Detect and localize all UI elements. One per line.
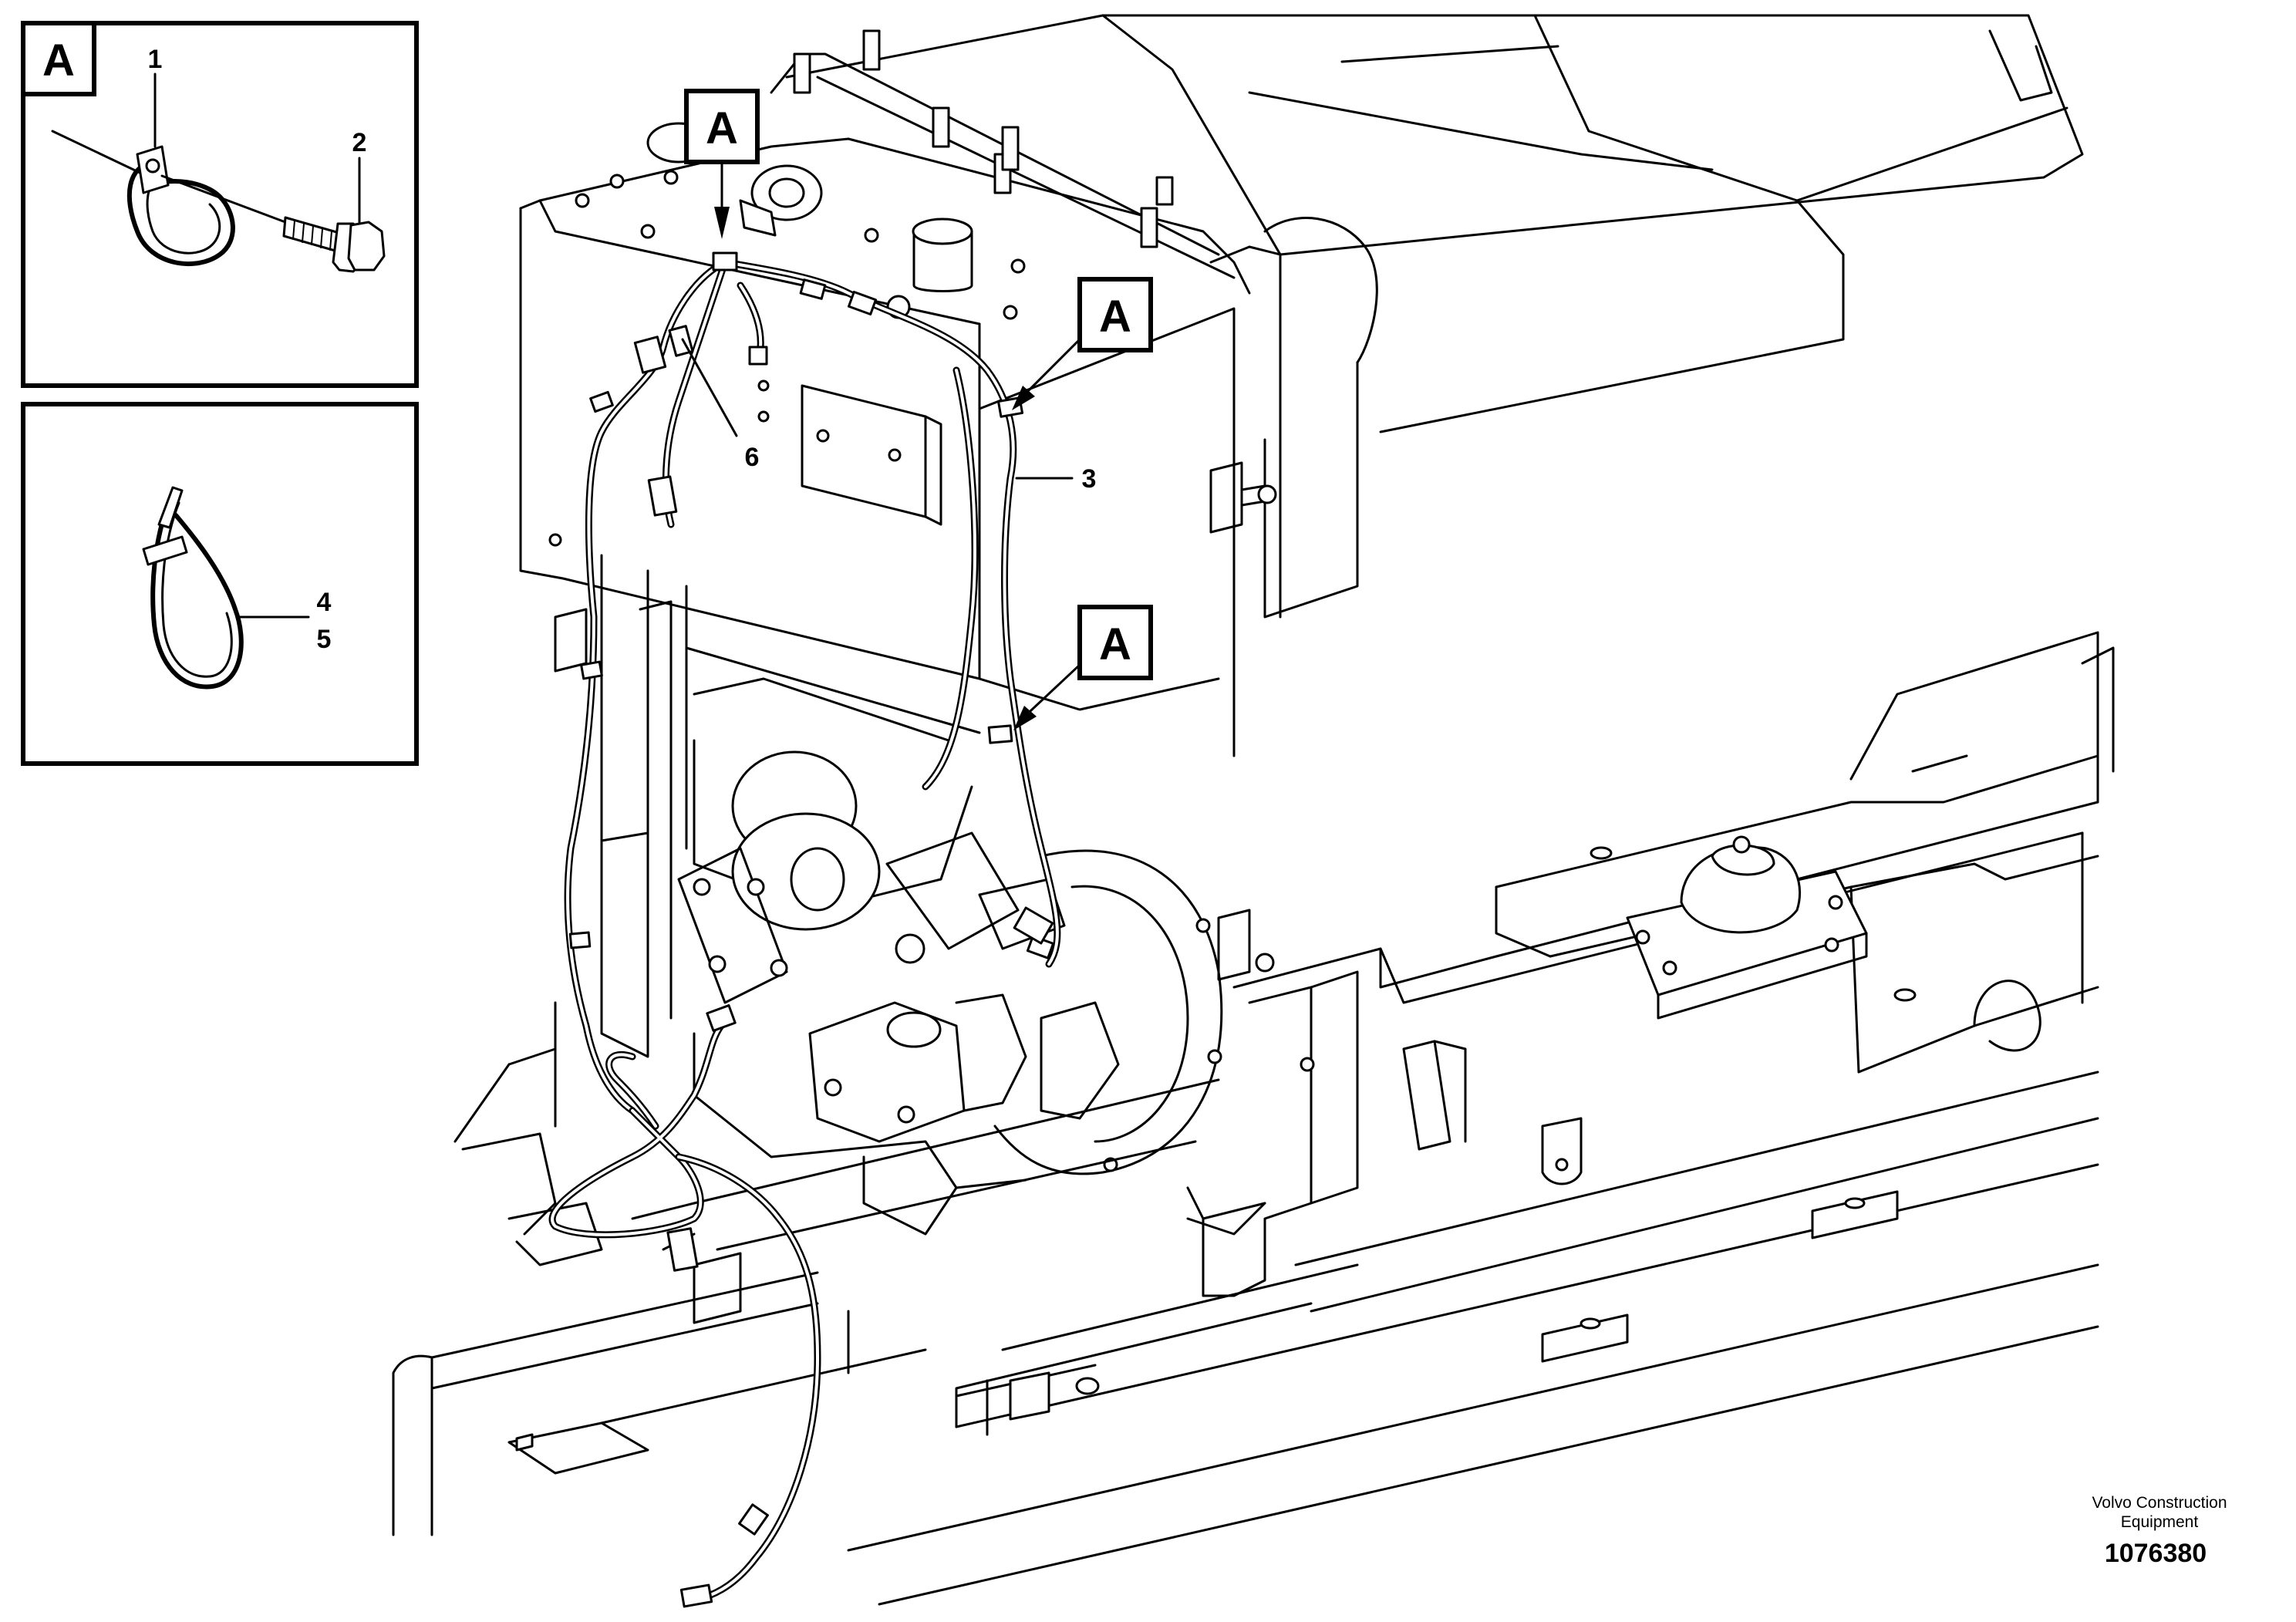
svg-text:A: A	[706, 103, 738, 153]
company-name-line1: Volvo Construction	[2092, 1494, 2227, 1512]
flange-bolt-part	[160, 174, 386, 273]
cooler-panel	[519, 199, 1236, 757]
callout-1-label: 1	[148, 45, 163, 74]
callout-6-leader	[681, 338, 738, 437]
document-number: 1076380	[2105, 1539, 2207, 1568]
footer-block: Volvo Construction Equipment 1076380	[2092, 1494, 2227, 1568]
svg-text:A: A	[1099, 619, 1131, 669]
callout-5-label: 5	[317, 625, 332, 654]
callout-6-label: 6	[745, 443, 760, 472]
svg-text:A: A	[1099, 292, 1131, 342]
side-brackets	[1209, 461, 1277, 981]
engine-pump	[677, 646, 1223, 1236]
wiring-harness-main	[548, 251, 1061, 1608]
p-clamp-part	[51, 130, 235, 267]
callout-3-label: 3	[1082, 464, 1097, 494]
cable-tie-part	[142, 486, 244, 690]
detail-tag-box	[21, 21, 96, 96]
company-name-line2: Equipment	[2121, 1513, 2199, 1531]
view-marker-middle-right: A	[1013, 605, 1153, 730]
detail-panel-clamp: A 1 2	[21, 21, 419, 388]
detail-panel-cable-tie: 4 5	[21, 402, 419, 766]
engine-frame-assembly	[392, 14, 2115, 1606]
view-marker-top: A	[684, 89, 760, 239]
harness-callouts: 3 6	[681, 338, 1097, 494]
support-plate	[1186, 970, 1467, 1297]
callout-2-label: 2	[352, 128, 367, 157]
hood-housing	[785, 14, 2084, 619]
right-frame-rail	[1232, 631, 2115, 1074]
view-marker-upper-right: A	[1012, 277, 1153, 410]
callout-4-label: 4	[317, 588, 332, 617]
lower-rails	[693, 1071, 2099, 1606]
detail-tag-letter: A	[42, 35, 75, 86]
lower-left-frame	[392, 1001, 1100, 1536]
